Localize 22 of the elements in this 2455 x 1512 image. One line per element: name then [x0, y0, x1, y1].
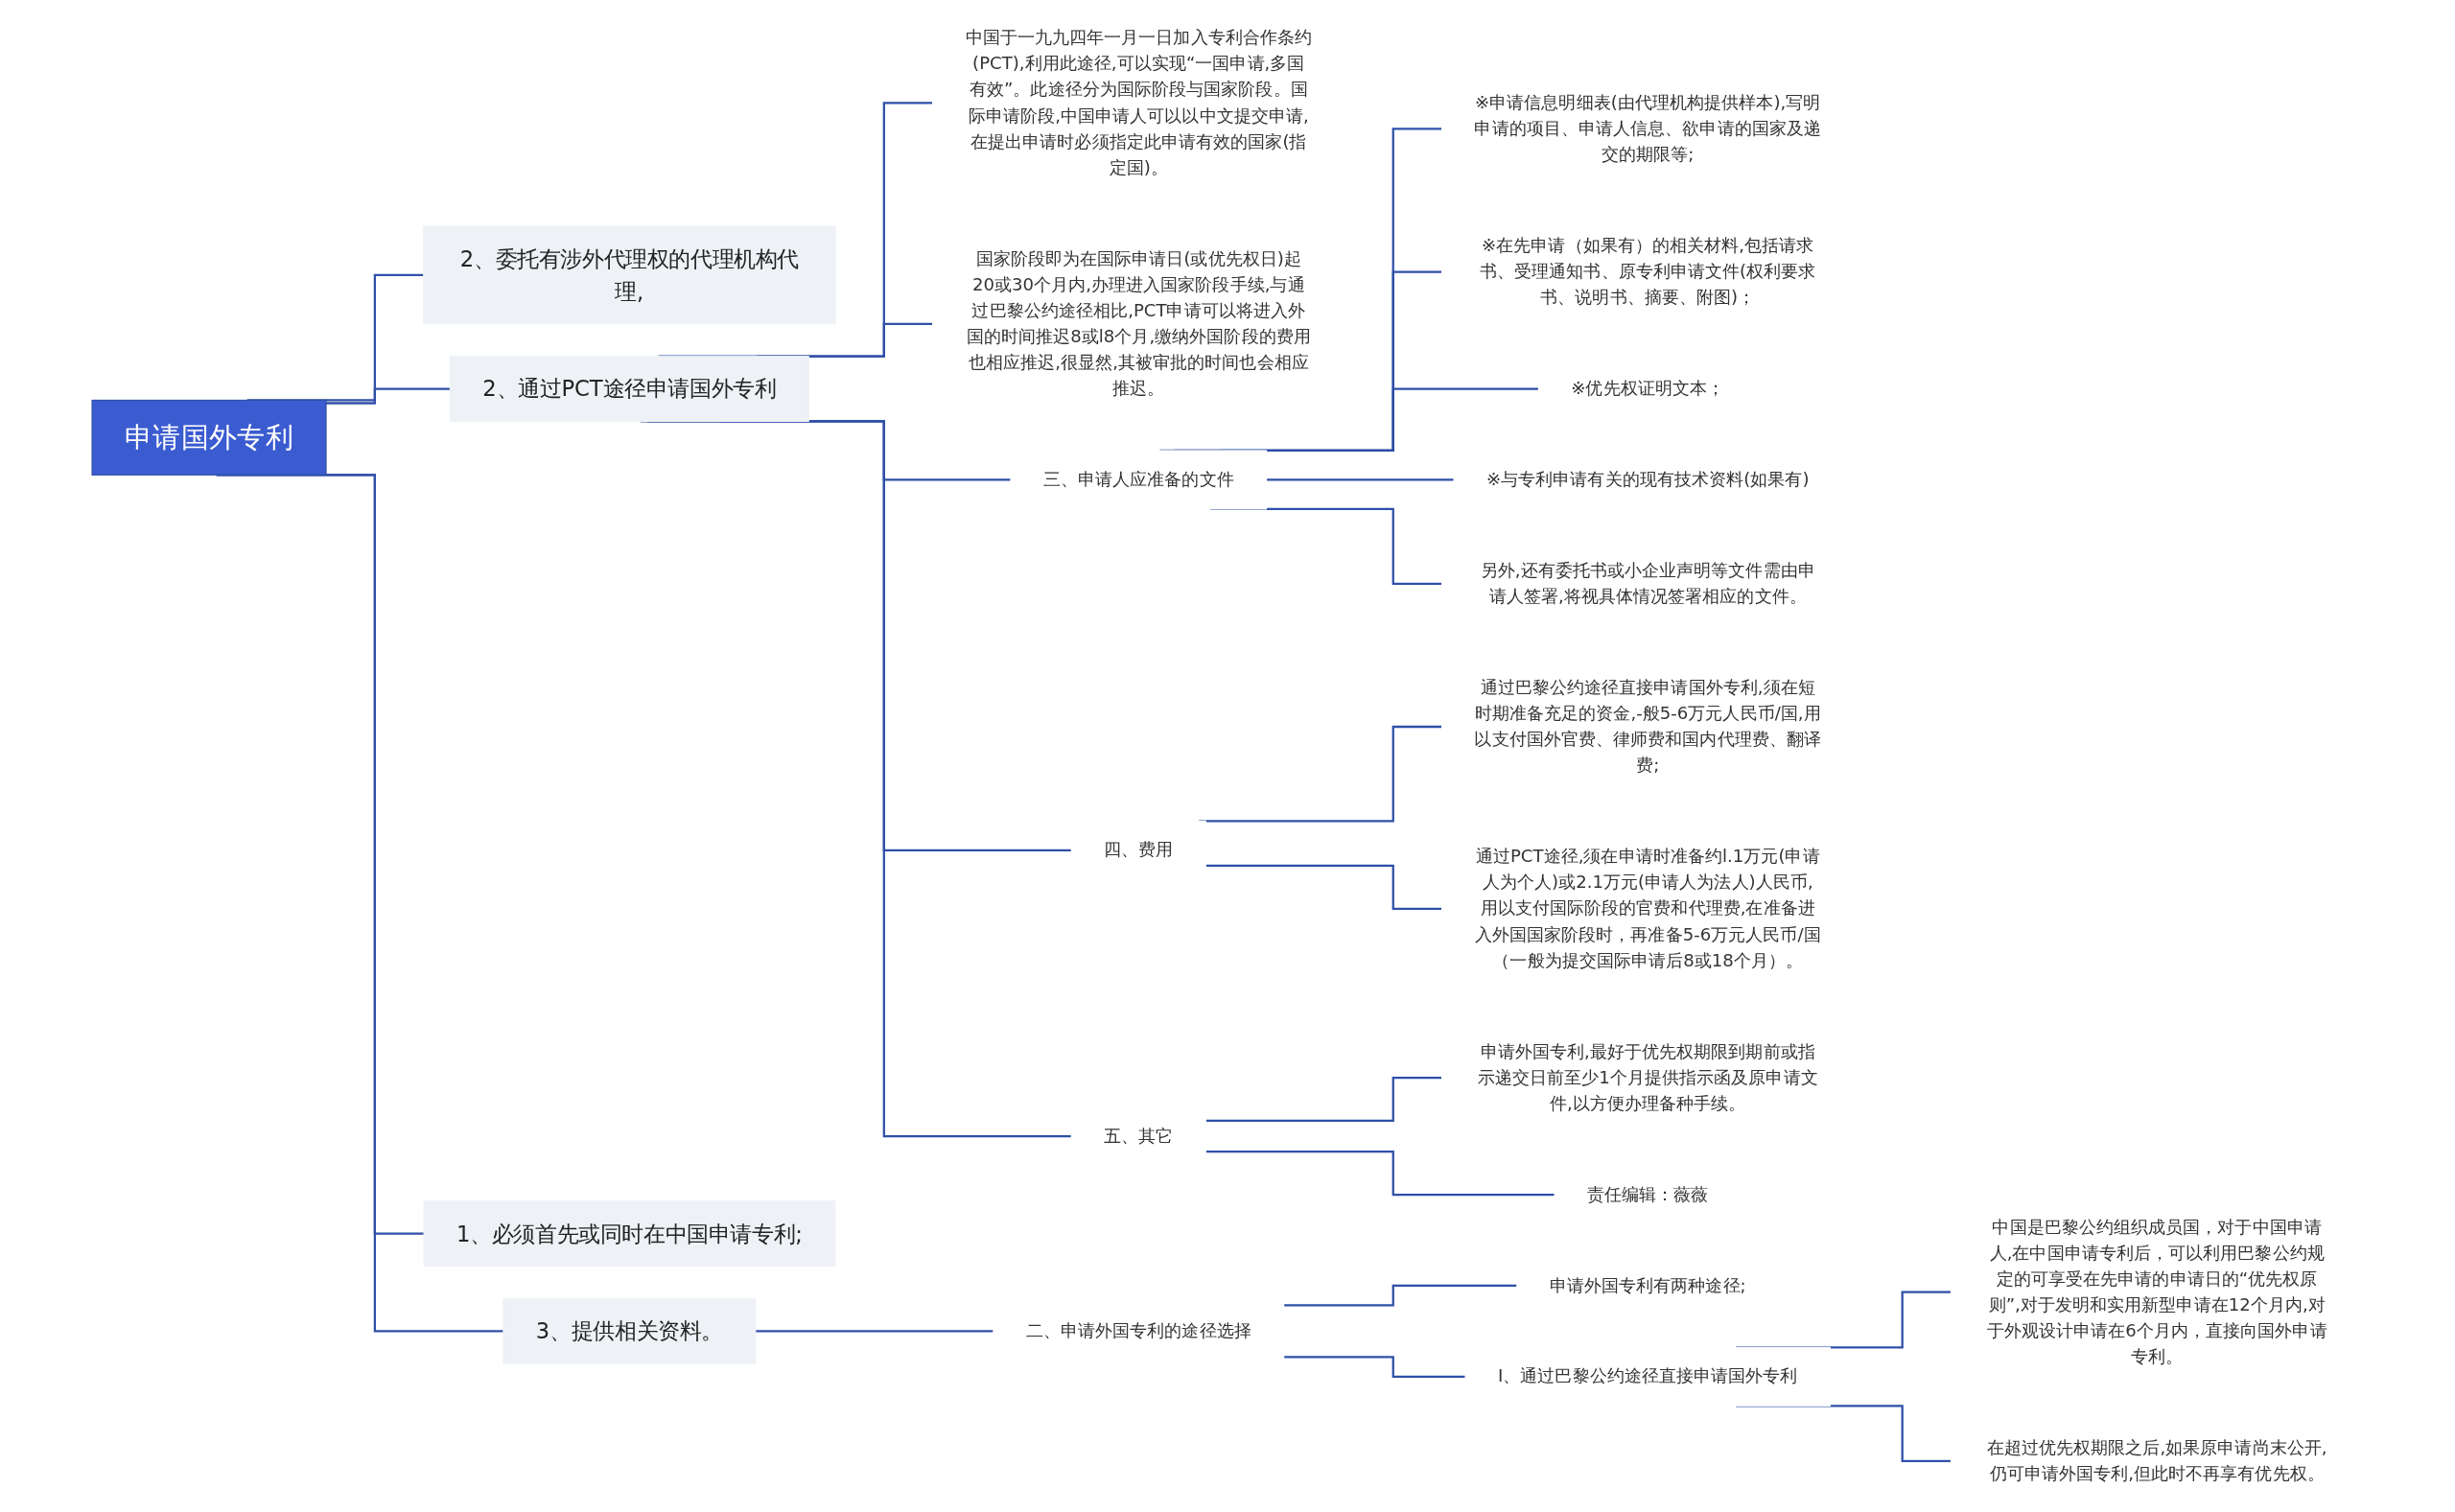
node-text: 责任编辑：薇薇	[1587, 1183, 1709, 1205]
node-text: ※优先权证明文本；	[1571, 378, 1725, 399]
node-text: 四、费用	[1104, 839, 1174, 860]
node-text: 二、申请外国专利的途径选择	[1025, 1320, 1251, 1341]
node-box: 3、提供相关资料。	[503, 1297, 757, 1364]
node-text: 通过PCT途径,须在申请时准备约l.1万元(申请人为个人)或2.1万元(申请人为法人)人民币,用以支付国际阶段的官费和代理费,在准备进入外国国家阶段时，再准备5-6万元人民币/国（一般为提交国际申请后8或18个月）。	[1474, 846, 1821, 971]
node-text: ※申请信息明细表(由代理机构提供样本),写明申请的项目、申请人信息、欲申请的国家及递交的期限等;	[1474, 92, 1822, 165]
node-text: 另外,还有委托书或小企业声明等文件需由申请人签署,将视具体情况签署相应的文件。	[1480, 560, 1815, 607]
node-text: ※在先申请（如果有）的相关材料,包括请求书、受理通知书、原专利申请文件(权利要求书、说明书、摘要、附图)；	[1480, 235, 1816, 308]
node-text: 国家阶段即为在国际申请日(或优先权日)起20或30个月内,办理进入国家阶段手续,与通过巴黎公约途径相比,PCT申请可以将进入外国的时间推迟8或l8个月,缴纳外国阶段的费用也相应推迟,很显然,其被审批的时间也会相应推迟。	[966, 247, 1311, 399]
node-box: 1、必须首先或同时在中国申请专利;	[423, 1200, 836, 1268]
node-text: ※与专利申请有关的现有技术资料(如果有)	[1486, 469, 1810, 490]
node-box: 2、通过PCT途径申请国外专利	[449, 356, 809, 422]
node-text: 申请外国专利有两种途径;	[1549, 1274, 1746, 1296]
node-text: 中国于一九九四年一月一日加入专利合作条约(PCT),利用此途径,可以实现“一国申请,多国有效”。此途径分为国际阶段与国家阶段。国际申请阶段,中国申请人可以以中文提交申请,在提出申请时必须指定此申请有效的国家(指定国)。	[965, 27, 1313, 178]
node-box: 申请国外专利	[91, 399, 327, 476]
node-text: 在超过优先权期限之后,如果原申请尚末公开,仍可申请外国专利,但此时不再享有优先权。	[1986, 1437, 2327, 1484]
node-text: 申请外国专利,最好于优先权期限到期前或指示递交日前至少1个月提供指示函及原申请文件,以方便办理备种手续。	[1477, 1040, 1818, 1114]
node-box: 2、委托有涉外代理权的代理机构代理,	[423, 225, 836, 325]
node-text: 五、其它	[1104, 1125, 1174, 1147]
node-text: 通过巴黎公约途径直接申请国外专利,须在短时期准备充足的资金,-般5-6万元人民币/国,用以支付国外官费、律师费和国内代理费、翻译费;	[1474, 677, 1822, 776]
node-text: 中国是巴黎公约组织成员国，对于中国申请人,在中国申请专利后，可以利用巴黎公约规定的可享受在先申请的申请日的“优先权原则”,对于发明和实用新型申请在12个月内,对于外观设计申请在6个月内，直接向国外申请专利。	[1986, 1216, 2327, 1367]
